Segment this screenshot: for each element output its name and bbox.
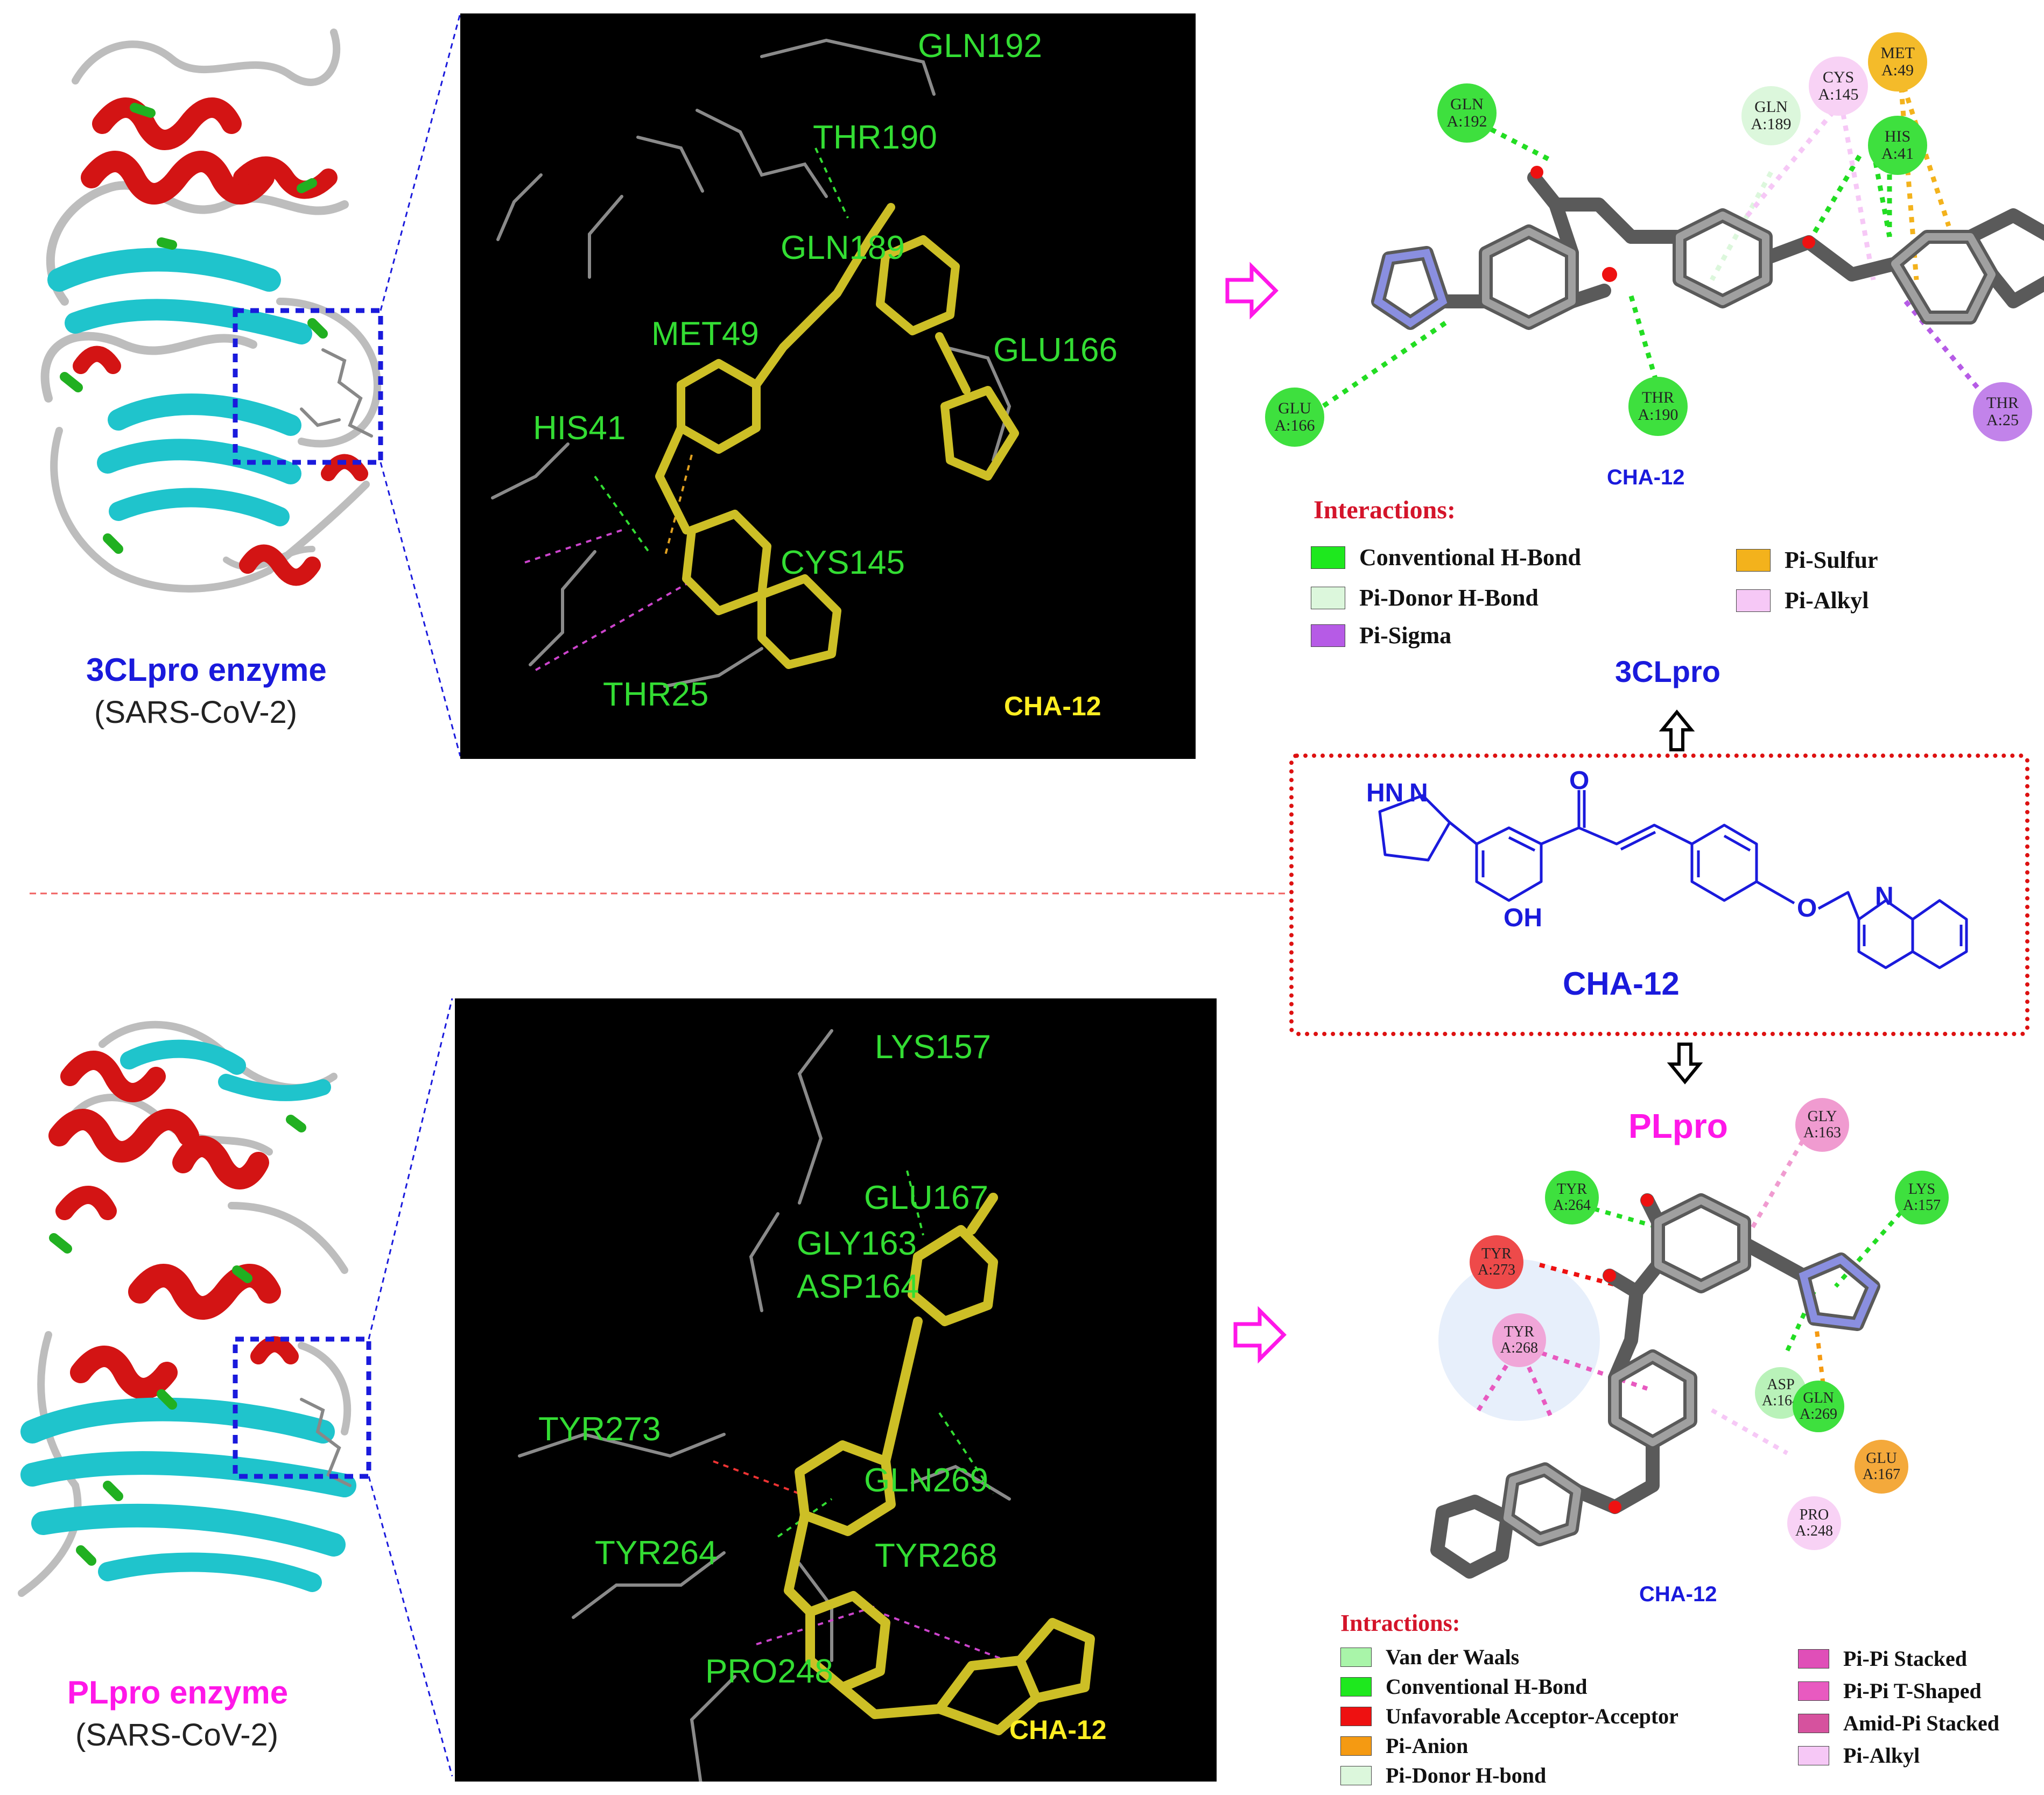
legend-item: Pi-Sigma	[1311, 622, 1451, 649]
atom-label: OH	[1504, 904, 1542, 932]
atom-label: N	[1409, 779, 1428, 807]
residue-label-3d-bottom: LYS157	[875, 1029, 992, 1066]
legend-swatch	[1340, 1647, 1372, 1667]
arrow-up-icon	[1659, 709, 1695, 751]
legend-swatch	[1340, 1677, 1372, 1697]
legend-swatch	[1311, 546, 1345, 569]
protein-3clpro-figure	[0, 0, 452, 754]
zoom-lines-top	[380, 13, 461, 757]
atom-label: N	[1875, 882, 1894, 911]
binding-site-box	[233, 1336, 371, 1479]
enzyme-name-3clpro: 3CLpro enzyme	[86, 652, 327, 688]
residue-label-3d-bottom: TYR273	[538, 1411, 661, 1448]
legend-swatch	[1798, 1649, 1829, 1669]
residue-label-3d-top: GLU166	[993, 332, 1118, 369]
protein-plpro-figure	[0, 1012, 452, 1631]
legend-swatch	[1736, 548, 1771, 572]
legend-item: Pi-Alkyl	[1798, 1743, 1920, 1768]
legend-item: Pi-Pi T-Shaped	[1798, 1678, 1982, 1704]
legend-item: Conventional H-Bond	[1340, 1674, 1588, 1699]
atom-label: O	[1797, 894, 1817, 923]
atom-label: HN	[1366, 779, 1404, 807]
legend-item: Pi-Alkyl	[1736, 587, 1869, 614]
residue-label-3d-top: THR25	[603, 676, 709, 713]
residue-label-3d-top: HIS41	[533, 410, 626, 447]
atom-label: O	[1569, 766, 1590, 795]
residue-label-3d-bottom: TYR268	[875, 1537, 998, 1574]
residue-label-3d-bottom: GLU167	[864, 1179, 988, 1216]
legend-item: Pi-Sulfur	[1736, 546, 1878, 574]
legend-item: Pi-Pi Stacked	[1798, 1646, 1967, 1671]
legend-swatch	[1340, 1765, 1372, 1785]
legend-title-top: Interactions:	[1314, 496, 1456, 524]
map-caption-top: CHA-12	[1607, 466, 1685, 489]
residue-label-3d-bottom: PRO248	[705, 1653, 833, 1690]
legend-item: Pi-Donor H-bond	[1340, 1763, 1546, 1788]
enzyme-name-plpro: PLpro enzyme	[67, 1674, 289, 1710]
zoom-lines-bottom	[368, 998, 453, 1777]
legend-swatch	[1311, 624, 1345, 647]
legend-item: Amid-Pi Stacked	[1798, 1710, 1999, 1736]
enzyme-organism-3clpro: (SARS-CoV-2)	[94, 695, 298, 730]
binding-site-box	[233, 308, 383, 465]
enzyme-organism-plpro: (SARS-CoV-2)	[75, 1717, 279, 1752]
residue-label-3d-bottom: ASP164	[797, 1268, 919, 1305]
legend-item: Conventional H-Bond	[1311, 544, 1581, 571]
residue-label-3d-top: GLN192	[918, 27, 1042, 65]
legend-item: Pi-Anion	[1340, 1733, 1468, 1758]
residue-label-3d-bottom: GLY163	[797, 1225, 917, 1262]
legend-swatch	[1798, 1745, 1829, 1765]
target-name-3clpro: 3CLpro	[1615, 654, 1720, 688]
residue-label-3d-top: GLN189	[781, 229, 905, 266]
legend-item: Van der Waals	[1340, 1644, 1519, 1670]
docking-3d-panel-bottom: LYS157 GLU167 GLY163 ASP164 TYR273 GLN26…	[455, 998, 1217, 1782]
legend-swatch	[1798, 1713, 1829, 1733]
legend-swatch	[1798, 1681, 1829, 1701]
residue-label-3d-bottom: GLN269	[864, 1462, 988, 1499]
legend-item: Unfavorable Acceptor-Acceptor	[1340, 1704, 1678, 1729]
legend-swatch	[1340, 1706, 1372, 1726]
compound-structure-box: HN N O OH O N CHA-12	[1289, 754, 2029, 1036]
residue-label-3d-bottom: TYR264	[595, 1534, 718, 1572]
legend-swatch	[1340, 1736, 1372, 1756]
compound-name: CHA-12	[1563, 966, 1680, 1002]
residue-label-3d-top: CYS145	[781, 544, 905, 581]
docking-3d-panel-top: GLN192 THR190 GLN189 MET49 GLU166 HIS41 …	[460, 13, 1196, 759]
legend-swatch	[1736, 589, 1771, 612]
map-caption-bottom: CHA-12	[1639, 1582, 1717, 1606]
legend-swatch	[1311, 586, 1345, 609]
residue-label-3d-top: THR190	[813, 119, 937, 156]
residue-label-3d-top: MET49	[651, 315, 759, 353]
ligand-tag-bottom: CHA-12	[1009, 1715, 1107, 1745]
arrow-right-icon	[1233, 1306, 1287, 1364]
arrow-right-icon	[1225, 262, 1279, 320]
legend-item: Pi-Donor H-Bond	[1311, 584, 1539, 611]
legend-title-bottom: Intractions:	[1340, 1610, 1460, 1636]
section-divider	[30, 892, 1289, 895]
ligand-tag-top: CHA-12	[1004, 691, 1101, 721]
target-name-plpro: PLpro	[1628, 1107, 1728, 1145]
arrow-down-icon	[1667, 1043, 1703, 1085]
